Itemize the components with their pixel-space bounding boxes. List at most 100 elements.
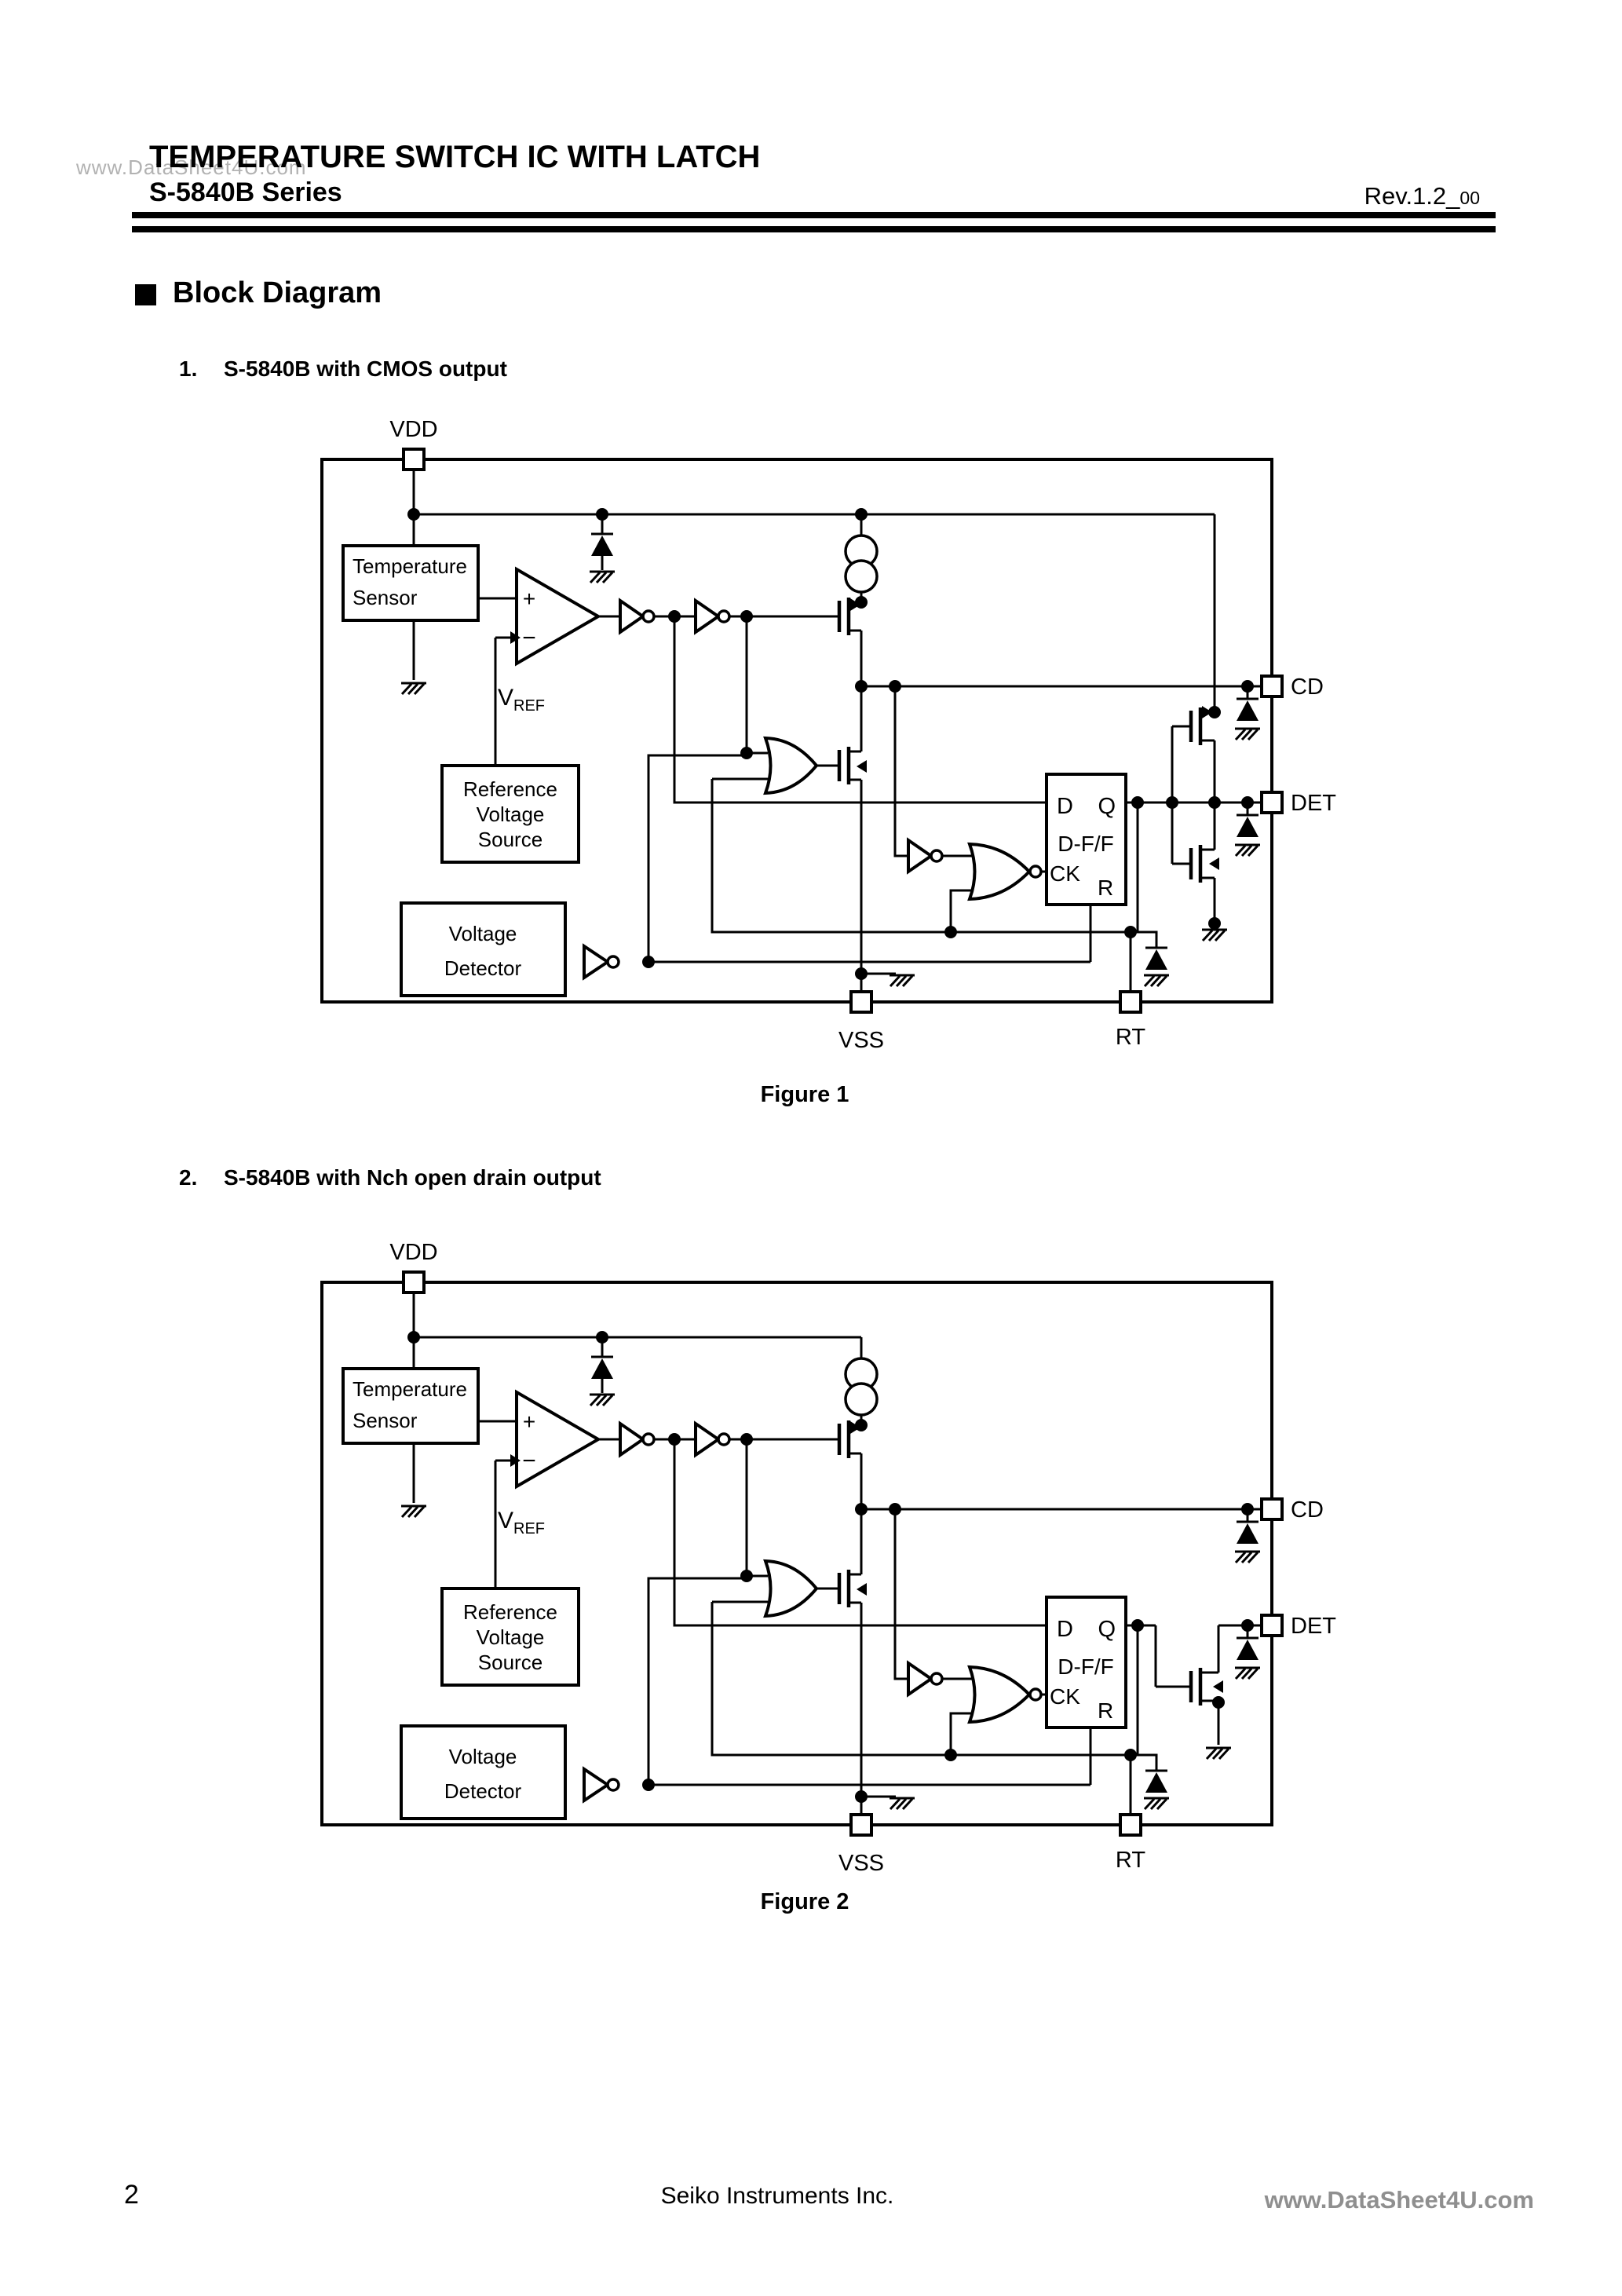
vref-arrowhead-icon	[510, 1454, 521, 1467]
header-rule-top	[132, 212, 1496, 218]
watermark-top: www.DataSheet4U.com	[76, 155, 307, 179]
section-title: Block Diagram	[173, 276, 382, 309]
figure1-heading: S-5840B with CMOS output	[224, 356, 507, 381]
nor-gate-icon	[967, 842, 1043, 901]
pmos-arrow-icon	[1202, 706, 1212, 718]
nmos-arrow-icon	[857, 1583, 867, 1596]
vss-label: VSS	[838, 1851, 884, 1876]
vdd-pin	[402, 448, 426, 471]
svg-text:CK: CK	[1050, 861, 1080, 886]
reference-voltage-source-block: Reference Voltage Source	[440, 1587, 580, 1687]
header-rule-bottom	[132, 226, 1496, 232]
page-number: 2	[124, 2180, 139, 2210]
cd-pin	[1260, 675, 1284, 698]
ic-boundary-box	[320, 1281, 1273, 1826]
esd-diode-icon	[591, 536, 613, 556]
svg-text:Voltage: Voltage	[477, 1625, 545, 1649]
voltage-detector-block: Voltage Detector	[400, 901, 567, 997]
footer-company: Seiko Instruments Inc.	[660, 2183, 894, 2209]
watermark-bottom: www.DataSheet4U.com	[1264, 2186, 1534, 2214]
temperature-sensor-label: Temperature	[353, 554, 467, 578]
d-flip-flop: D Q D-F/F CK R	[1045, 773, 1127, 906]
ground-icon	[1233, 1666, 1262, 1680]
inverter-icon	[907, 1660, 944, 1698]
comparator-icon: + −	[515, 566, 602, 667]
esd-diode-icon	[1237, 1523, 1259, 1544]
svg-text:Reference: Reference	[463, 777, 557, 801]
ground-icon	[1204, 1746, 1233, 1760]
svg-text:D-F/F: D-F/F	[1058, 832, 1114, 856]
svg-text:D: D	[1057, 1617, 1073, 1642]
svg-text:R: R	[1098, 876, 1113, 900]
nmos-arrow-icon	[1209, 857, 1219, 870]
esd-diode-icon	[1145, 1772, 1167, 1793]
nmos-arrow-icon	[857, 760, 867, 773]
current-source-icon	[844, 534, 879, 594]
inverter-icon	[694, 598, 731, 635]
vdd-pin	[402, 1270, 426, 1294]
ground-icon	[888, 974, 916, 988]
vref-arrowhead-icon	[510, 631, 521, 644]
esd-diode-icon	[1237, 817, 1259, 837]
svg-text:CK: CK	[1050, 1684, 1080, 1709]
svg-text:Source: Source	[478, 1651, 542, 1674]
svg-text:D-F/F: D-F/F	[1058, 1654, 1114, 1679]
d-flip-flop: D Q D-F/F CK R	[1045, 1596, 1127, 1729]
figure2-number: 2.	[179, 1165, 198, 1190]
transistor-plates	[837, 1420, 1203, 1706]
ground-icon	[1233, 1550, 1262, 1564]
series-title: S-5840B Series	[149, 177, 342, 207]
temperature-sensor-block: Temperature Sensor	[342, 544, 480, 622]
vdd-label: VDD	[389, 417, 437, 442]
svg-text:−: −	[522, 1448, 536, 1474]
vref-label: VREF	[498, 1508, 545, 1537]
esd-diode-icon	[1237, 700, 1259, 721]
or-gate-icon	[763, 1559, 819, 1618]
esd-diode-icon	[1237, 1640, 1259, 1660]
ground-icon	[400, 1504, 428, 1519]
figure2-heading: S-5840B with Nch open drain output	[224, 1165, 601, 1190]
figure1-number: 1.	[179, 356, 198, 381]
det-pin	[1260, 791, 1284, 814]
cd-label: CD	[1291, 1497, 1324, 1523]
svg-text:Source: Source	[478, 828, 542, 851]
pmos-arrow-icon	[850, 598, 860, 611]
figure-2-diagram: Temperature Sensor Reference Voltage Sou…	[320, 1240, 1336, 1876]
ground-icon	[1200, 928, 1229, 942]
vss-pin	[849, 990, 873, 1014]
inverter-icon	[583, 1766, 620, 1804]
ground-icon	[1233, 727, 1262, 741]
ground-icon	[1142, 974, 1171, 988]
rt-pin	[1119, 1813, 1142, 1837]
junction-dots	[407, 508, 1254, 980]
svg-text:Detector: Detector	[444, 956, 522, 980]
ground-icon	[888, 1797, 916, 1811]
doc-title: TEMPERATURE SWITCH IC WITH LATCH	[149, 140, 761, 174]
current-source-icon	[844, 1357, 879, 1417]
nmos-arrow-icon	[1213, 1680, 1223, 1693]
inverter-icon	[583, 943, 620, 981]
det-label: DET	[1291, 791, 1336, 816]
figure1-caption: Figure 1	[760, 1082, 849, 1107]
det-pin	[1260, 1614, 1284, 1637]
svg-text:D: D	[1057, 794, 1073, 819]
vref-label: VREF	[498, 685, 545, 715]
ground-icon	[1142, 1797, 1171, 1811]
inverter-icon	[694, 1420, 731, 1458]
rt-label: RT	[1116, 1025, 1145, 1050]
svg-text:+: +	[523, 1409, 535, 1434]
voltage-detector-block: Voltage Detector	[400, 1724, 567, 1820]
pmos-arrow-icon	[850, 1421, 860, 1434]
temperature-sensor-block: Temperature Sensor	[342, 1367, 480, 1445]
reference-voltage-source-block: Reference Voltage Source	[440, 764, 580, 864]
vss-pin	[849, 1813, 873, 1837]
svg-text:Q: Q	[1098, 1617, 1116, 1642]
det-label: DET	[1291, 1614, 1336, 1639]
nor-gate-icon	[967, 1665, 1043, 1724]
vdd-label: VDD	[389, 1240, 437, 1265]
svg-text:Sensor: Sensor	[353, 1409, 418, 1432]
svg-text:Reference: Reference	[463, 1600, 557, 1624]
ground-icon	[1233, 843, 1262, 857]
ground-icon	[588, 1393, 616, 1407]
